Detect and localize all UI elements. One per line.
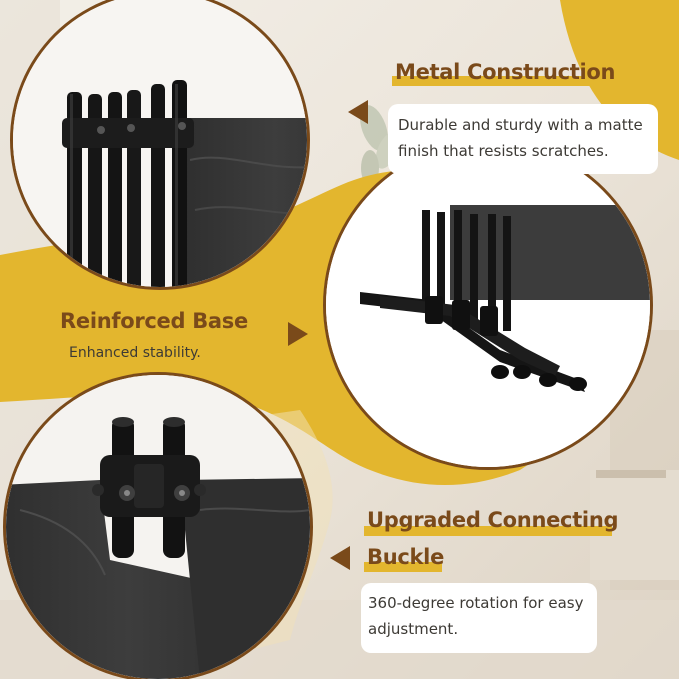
base-title-underline <box>57 326 249 336</box>
metal-construction-title: Metal Construction <box>395 60 616 84</box>
buckle-title-underline-2 <box>364 562 442 572</box>
triangle-left-icon <box>330 546 350 570</box>
buckle-closeup-image <box>3 372 313 679</box>
reinforced-base-title: Reinforced Base <box>60 309 248 333</box>
buckle-description: 360-degree rotation for easy adjustment. <box>368 594 584 638</box>
metal-construction-description: Durable and sturdy with a matte finish t… <box>398 116 643 160</box>
metal-description-panel <box>388 104 658 174</box>
reinforced-base-description: Enhanced stability. <box>69 345 201 361</box>
triangle-right-icon <box>288 322 308 346</box>
triangle-left-icon <box>348 100 368 124</box>
base-closeup-image <box>323 140 653 470</box>
buckle-title-underline-1 <box>364 526 612 536</box>
buckle-title-line1: Upgraded Connecting <box>367 508 619 532</box>
poles-closeup-image <box>10 0 310 290</box>
metal-title-underline <box>392 76 606 86</box>
buckle-title-line2: Buckle <box>367 545 445 569</box>
buckle-description-panel <box>361 583 597 653</box>
